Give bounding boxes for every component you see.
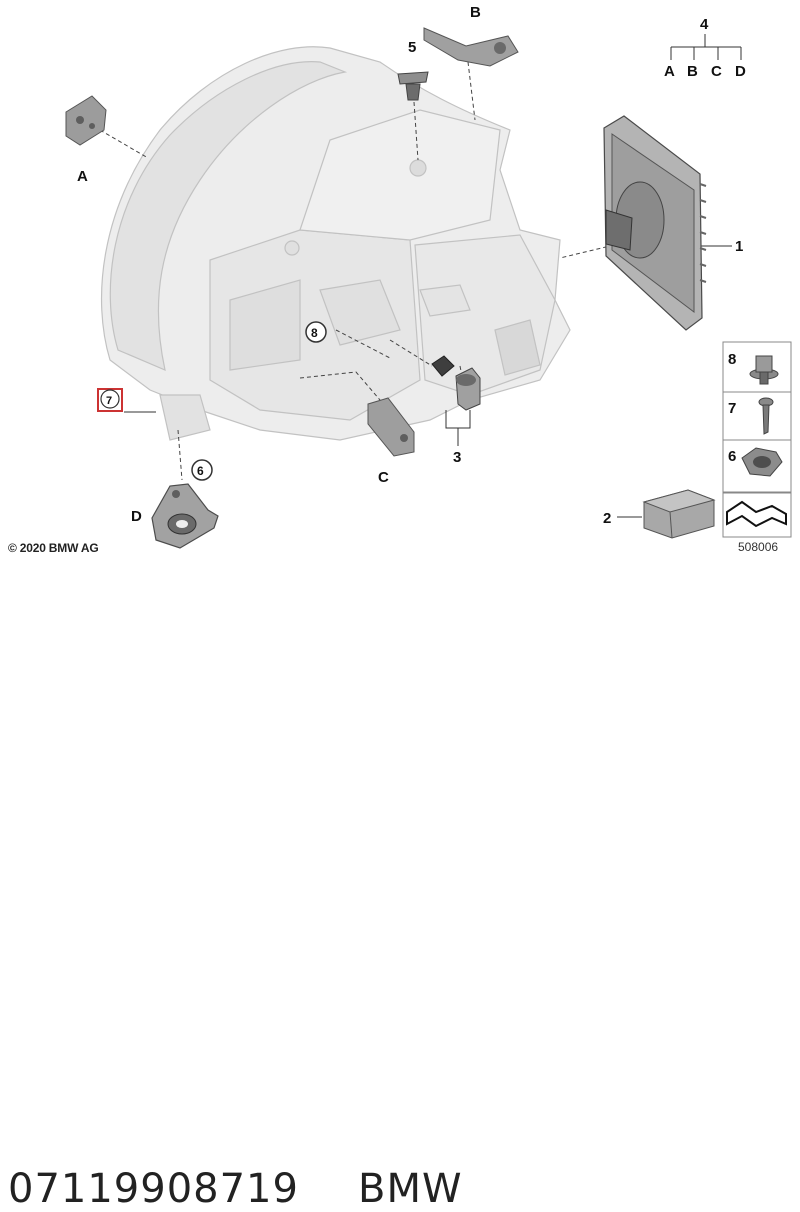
- callout-circle-8: [305, 321, 327, 343]
- label-7: 7: [106, 395, 112, 407]
- control-unit-1: [603, 115, 707, 331]
- label-a: A: [77, 168, 88, 185]
- plug-3: [431, 355, 481, 411]
- diagram-id: 508006: [738, 540, 779, 554]
- solid-lines: [124, 34, 742, 518]
- tree-label-d: D: [735, 63, 746, 80]
- tree-label-a: A: [664, 63, 675, 80]
- tree-label-c: C: [711, 63, 722, 80]
- bracket-b: [423, 27, 519, 67]
- bracket-c: [367, 397, 415, 457]
- box-2: [642, 489, 716, 539]
- headlight-housing: [100, 46, 571, 441]
- copyright-text: © 2020 BMW AG: [8, 541, 99, 555]
- label-8: 8: [311, 326, 318, 340]
- bracket-a: [65, 95, 107, 146]
- callout-circle-7: [100, 389, 120, 409]
- callout-circle-6: [191, 459, 213, 481]
- small-parts-panel: [722, 341, 792, 493]
- brand-name: BMW: [358, 1166, 463, 1212]
- bracket-d: [151, 483, 219, 549]
- label-b: B: [470, 4, 481, 21]
- label-c: C: [378, 469, 389, 486]
- label-3: 3: [453, 449, 461, 466]
- caption-bar: 07119908719 BMW: [0, 580, 800, 1212]
- highlighted-part-7-box[interactable]: [97, 388, 123, 412]
- part-number: 07119908719: [8, 1166, 299, 1212]
- parts-diagram: A B C D 1 2 3 4 5 6 7 8 A B C D 8 7 6: [65, 4, 792, 549]
- legend-label-8: 8: [728, 351, 736, 368]
- label-6: 6: [197, 464, 204, 478]
- legend-label-6: 6: [728, 448, 736, 465]
- legend-label-7: 7: [728, 400, 736, 417]
- tree-label-b: B: [687, 63, 698, 80]
- label-2: 2: [603, 510, 611, 527]
- label-4: 4: [700, 16, 709, 33]
- label-d: D: [131, 508, 142, 525]
- arrow-symbol-box: [722, 492, 792, 538]
- screw-5: [397, 71, 429, 101]
- label-5: 5: [408, 39, 416, 56]
- label-1: 1: [735, 238, 743, 255]
